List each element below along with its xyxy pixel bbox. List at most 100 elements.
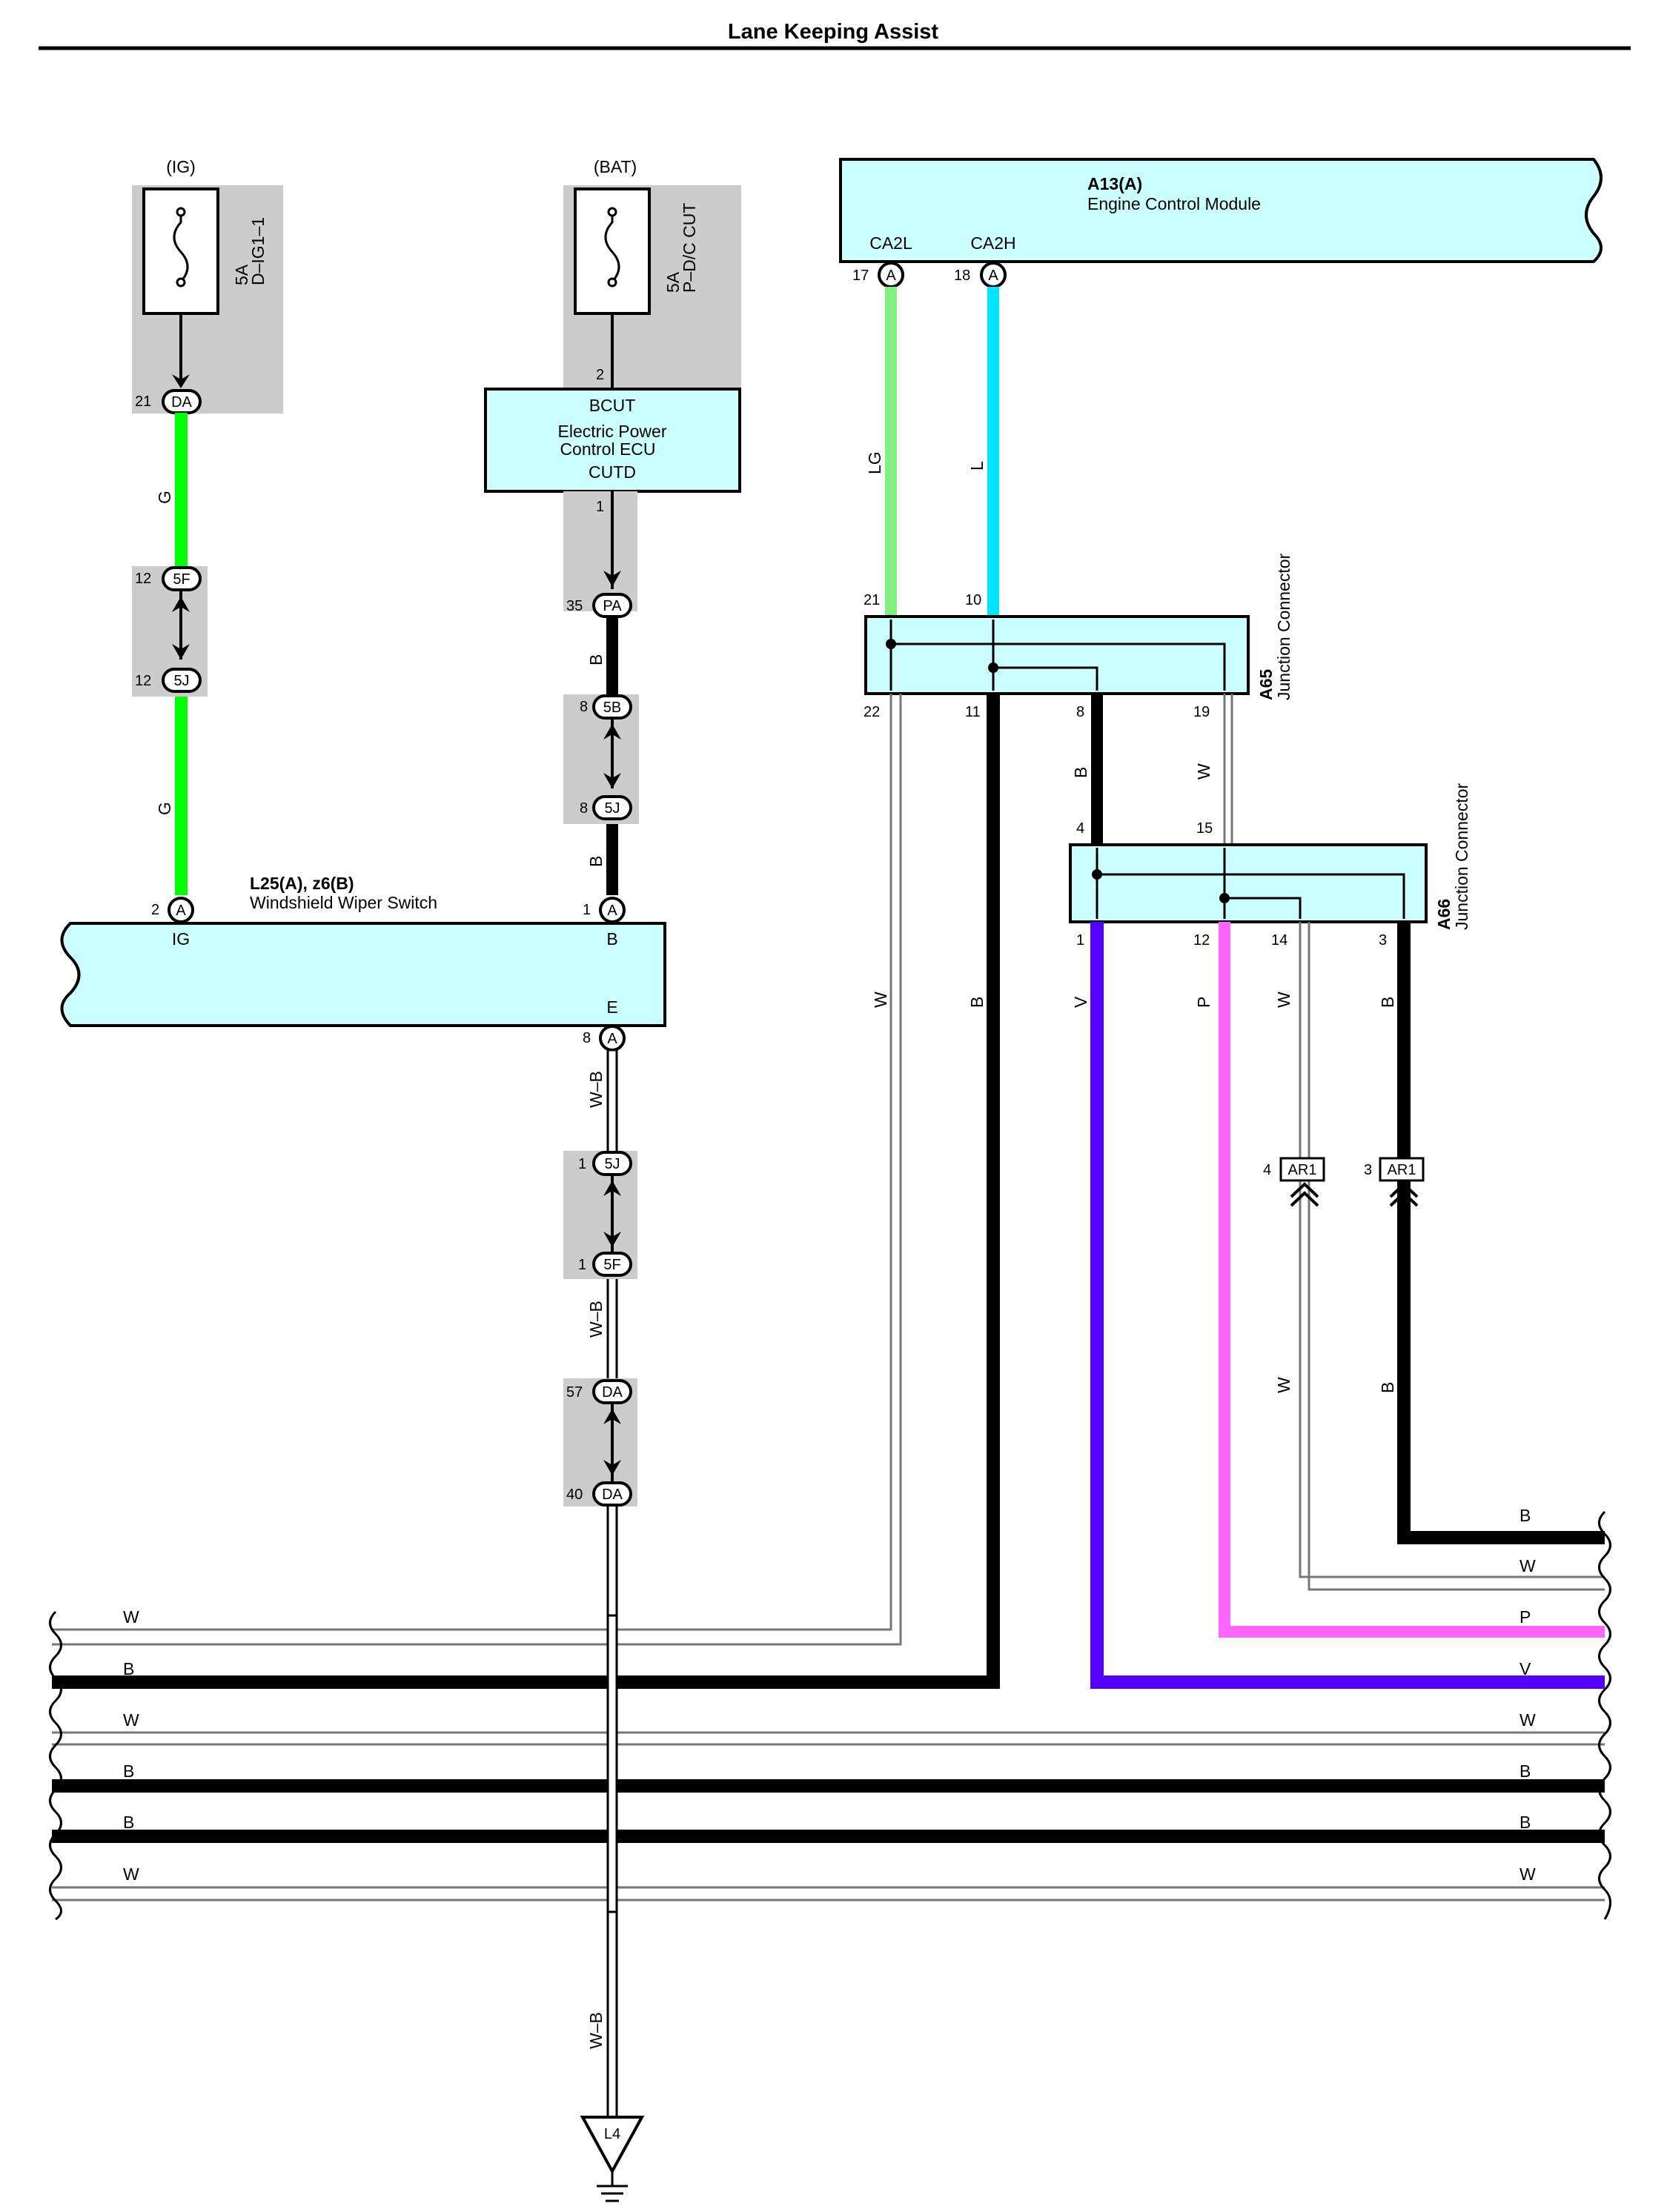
a66-bottom-pin-1: 1 <box>1076 932 1084 949</box>
fuse-d-ig1-name: D–IG1–1 <box>248 217 268 285</box>
a66-name: Junction Connector <box>1452 783 1471 930</box>
ar1-w <box>1279 1157 1325 1182</box>
epc-bottom-shade <box>563 491 637 611</box>
conn-da1 <box>592 1379 632 1404</box>
ecm-code: A13(A) <box>1087 174 1142 193</box>
wire-wb-1-label: W–B <box>586 1071 606 1108</box>
conn-5j-b-label: 5J <box>604 800 620 817</box>
ar1-b <box>1379 1157 1425 1182</box>
conn-pa-label: PA <box>603 598 622 614</box>
wire-lg <box>885 287 897 617</box>
ig-supply-label: (IG) <box>166 157 196 176</box>
a66-bottom-pin-12: 12 <box>1193 932 1210 949</box>
a66-bottom-pin-14: 14 <box>1271 932 1287 949</box>
a65-bottom-pin-19: 19 <box>1193 704 1210 720</box>
bus-left-label-5: W <box>123 1864 139 1884</box>
conn-5j-num: 12 <box>135 673 151 689</box>
wire-b-a66-lower-label: B <box>1378 1382 1397 1393</box>
wiper-switch-box <box>60 922 666 1027</box>
ecm-pin-ca2h: CA2H <box>970 233 1015 253</box>
conn-5b-num: 8 <box>580 699 588 715</box>
conn-5j-g <box>592 1151 632 1176</box>
ecm-num-17: 17 <box>852 268 869 284</box>
wire-w-a66-label: W <box>1274 992 1293 1008</box>
bus-right-label-3: V <box>1519 1659 1531 1678</box>
conn-da2-num: 40 <box>566 1487 583 1503</box>
ground-label: L4 <box>604 2126 620 2142</box>
wire-l-label: L <box>967 461 987 471</box>
conn-da-label: DA <box>171 394 192 411</box>
wire-lg-label: LG <box>865 451 884 474</box>
bus-right-break <box>1598 1510 1611 1920</box>
conn-5f-label: 5F <box>173 571 190 588</box>
page-title: Lane Keeping Assist <box>728 20 939 44</box>
bus-right-label-1: W <box>1519 1556 1536 1575</box>
wiper-pin-e-num: 8 <box>583 1030 591 1046</box>
epc-ecu-line3: Control ECU <box>560 439 655 459</box>
ecm-name: Engine Control Module <box>1087 194 1261 213</box>
epc-pin-top: 2 <box>596 367 604 383</box>
epc-pin-bottom: 1 <box>596 499 604 515</box>
wiper-pin-ig-num: 2 <box>151 902 159 918</box>
epc-ecu-line2: Electric Power <box>558 422 667 441</box>
wire-wb-3-label: W–B <box>586 2012 606 2049</box>
conn-da1-num: 57 <box>566 1384 583 1401</box>
wire-l <box>987 287 999 617</box>
a66-top-pin-15: 15 <box>1196 820 1213 837</box>
wire-b-a66 <box>1397 922 1605 1544</box>
bus-right-label-6: B <box>1519 1813 1531 1832</box>
bat-circuit: (BAT) 5A P–D/C CUT 2 BCUT Electric Power… <box>484 157 741 895</box>
junction-a65: 21 10 22 11 8 19 A65 Junction Connector <box>864 553 1293 720</box>
wire-b-a65-8-label: B <box>1071 767 1090 778</box>
wire-b-bat-1 <box>606 617 618 694</box>
conn-5j-g-label: 5J <box>604 1156 620 1172</box>
ecm-box <box>839 158 1603 263</box>
bus-left-label-2: W <box>123 1710 139 1730</box>
wire-b-a65-8 <box>1091 694 1103 845</box>
ar1-b-num: 3 <box>1364 1162 1372 1178</box>
ar1-b-label: AR1 <box>1388 1162 1416 1178</box>
fuse-pdc-name: P–D/C CUT <box>680 203 699 293</box>
bus-right-label-0: B <box>1519 1506 1531 1525</box>
wire-b-a65-11 <box>52 694 1000 1689</box>
wiper-pin-b-num: 1 <box>583 902 591 918</box>
bus-left-break <box>49 1610 62 1921</box>
wire-g-2 <box>175 697 188 895</box>
ecm-conn-17-label: A <box>886 268 896 284</box>
epc-ecu-line1: BCUT <box>589 396 636 415</box>
a65-bottom-pin-8: 8 <box>1076 704 1084 720</box>
ground-point <box>580 2116 645 2175</box>
wiper-pin-ig: IG <box>172 929 190 949</box>
a65-box <box>864 615 1250 695</box>
wire-w-a65-label: W <box>871 992 890 1008</box>
ground-circuit: W–B 1 5J 1 5F W–B 57 DA 40 DA W–B L4 <box>563 1049 645 2202</box>
a66-box <box>1069 843 1428 923</box>
conn-da1-label: DA <box>602 1384 623 1401</box>
bus-left-label-3: B <box>123 1761 134 1781</box>
wire-b-a66-label: B <box>1378 997 1397 1008</box>
wire-v <box>1090 922 1605 1689</box>
a65-bottom-pin-22: 22 <box>864 704 880 720</box>
conn-5j-label: 5J <box>173 673 189 689</box>
wiper-pin-b-conn-label: A <box>607 903 617 919</box>
bus-right-label-5: B <box>1519 1761 1531 1781</box>
conn-da2 <box>592 1481 632 1507</box>
a65-top-pin-10: 10 <box>965 592 981 608</box>
bus-lines: W B W B B W B W P V W B B W <box>49 1506 1611 1921</box>
conn-5j-b <box>592 795 632 820</box>
conn-5j-g-num: 1 <box>578 1156 586 1172</box>
wiper-pin-ig-conn-label: A <box>176 903 186 919</box>
bat-supply-label: (BAT) <box>594 157 637 176</box>
bus-left-label-1: B <box>123 1659 134 1678</box>
a65-bottom-pin-11: 11 <box>965 704 981 720</box>
fuse-d-ig1-rating: 5A <box>232 264 251 285</box>
ar1-w-num: 4 <box>1263 1162 1271 1178</box>
wire-w-a65-19-label: W <box>1194 763 1213 780</box>
conn-5j-b-num: 8 <box>580 800 588 817</box>
epc-ecu-line4: CUTD <box>589 462 636 482</box>
fuse-d-ig1-icon <box>173 211 189 283</box>
wire-g-2-label: G <box>155 802 174 815</box>
conn-da2-label: DA <box>602 1487 623 1503</box>
wire-p <box>1219 922 1605 1638</box>
